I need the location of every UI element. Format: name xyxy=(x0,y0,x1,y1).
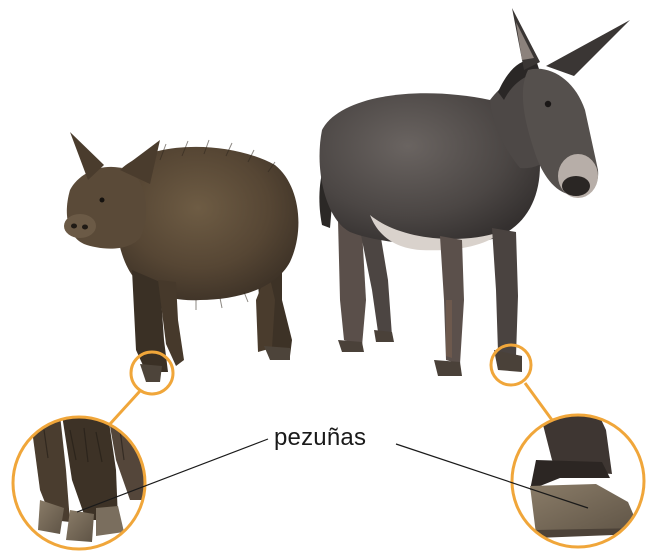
donkey-illustration xyxy=(319,8,630,376)
boar-hoof-closeup xyxy=(10,415,150,555)
boar-callout-connector xyxy=(110,391,140,424)
donkey-callout-connector xyxy=(525,383,552,420)
hooves-label: pezuñas xyxy=(272,424,368,452)
donkey-hoof-closeup xyxy=(510,413,650,553)
boar-illustration xyxy=(64,132,298,382)
